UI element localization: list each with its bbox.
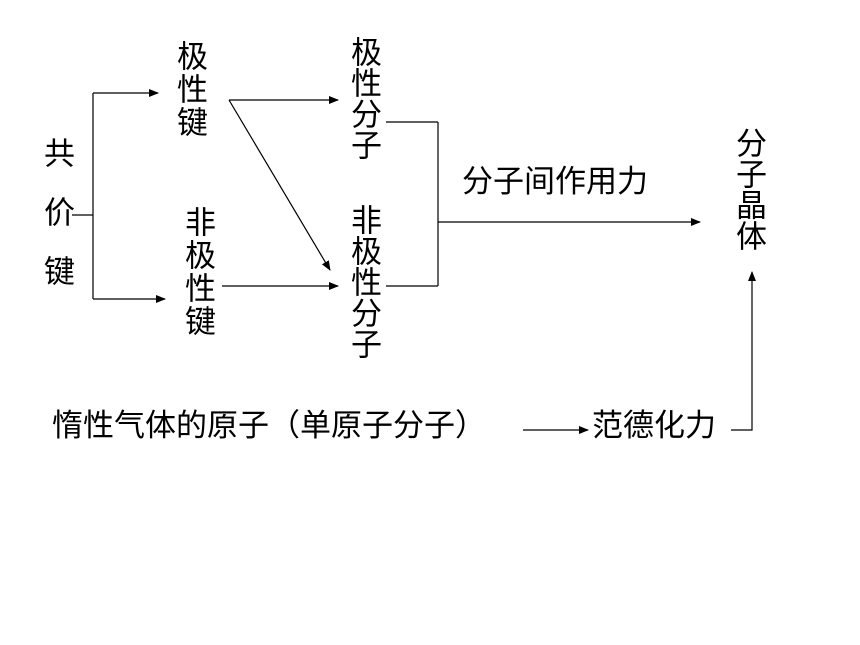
covalent-bond-label: 共价键 xyxy=(38,137,74,314)
nonpolar-molecule-label: 非极性分子 xyxy=(345,204,381,359)
arrow-van-der-waals-to-crystal xyxy=(731,271,756,431)
nonpolar-bond-label: 非极性键 xyxy=(179,206,215,338)
intermolecular-force-label: 分子间作用力 xyxy=(462,164,648,200)
arrow-polar-bond-to-nonpolar-molecule xyxy=(228,99,331,271)
inert-gas-atom-label: 惰性气体的原子（单原子分子） xyxy=(52,408,486,444)
van-der-waals-force-label: 范德化力 xyxy=(592,408,716,444)
polar-molecule-label: 极性分子 xyxy=(345,36,381,160)
polar-bond-label: 极性键 xyxy=(171,40,207,139)
molecular-crystal-label: 分子晶体 xyxy=(730,127,766,251)
